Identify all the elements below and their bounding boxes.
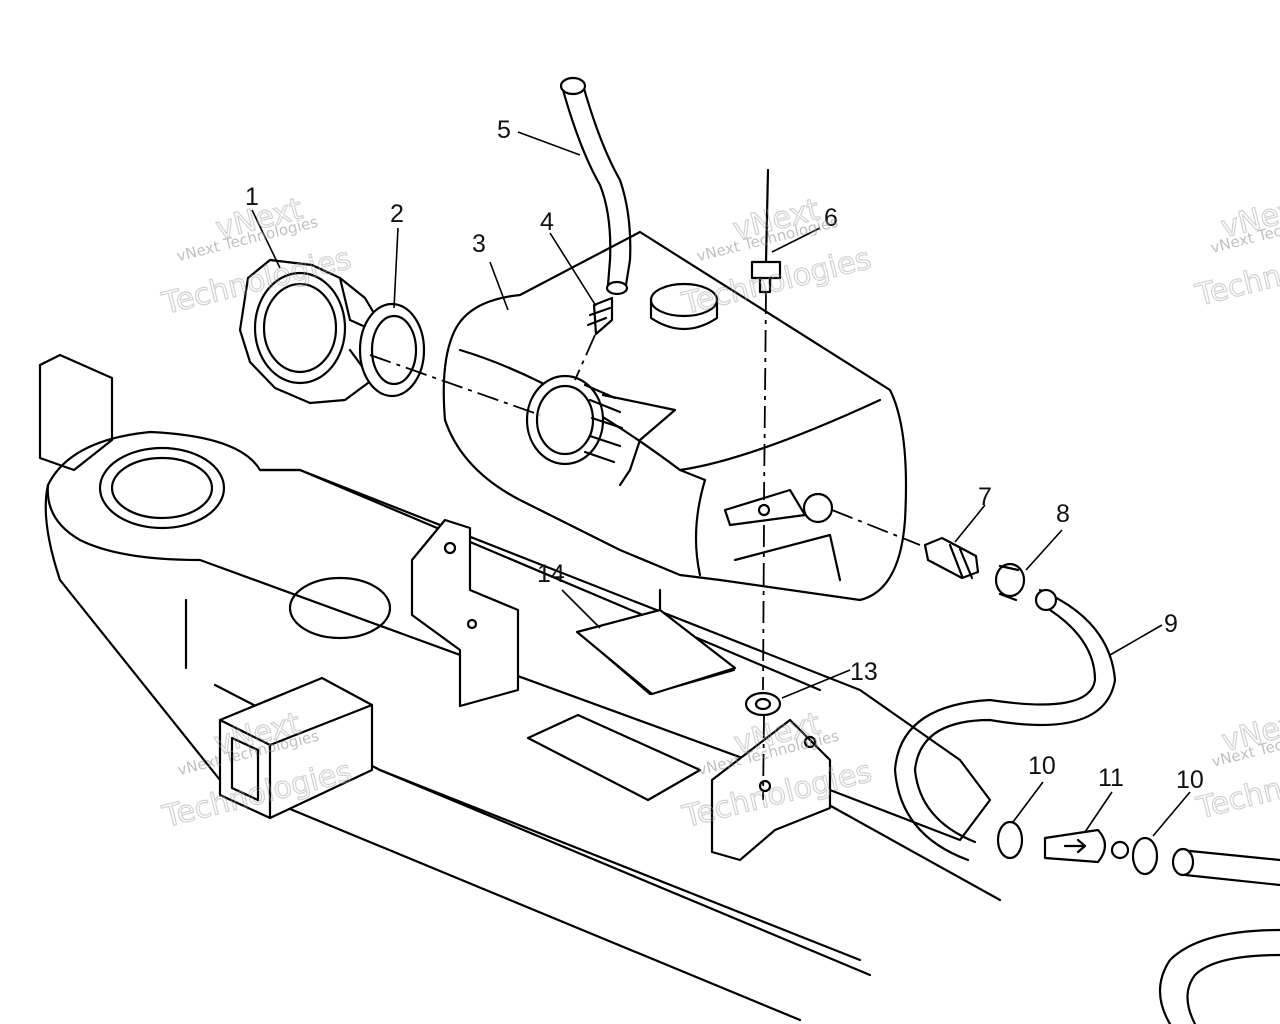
callout-10-left: 10: [1028, 752, 1056, 780]
callout-5: 5: [497, 116, 511, 144]
decal: [575, 608, 737, 696]
frame-bracket-center: [410, 518, 520, 708]
frame-bracket-right: [710, 718, 832, 862]
fuel-tank: [442, 230, 908, 602]
hose-clamp-upper: [994, 562, 1026, 602]
hose-clamp-lower-right: [1131, 836, 1159, 876]
frame-tube-bracket: [218, 676, 374, 820]
fuel-hose-end: [1159, 847, 1280, 1024]
callout-6: 6: [824, 204, 838, 232]
vent-fitting: [586, 296, 614, 336]
callout-8: 8: [1056, 500, 1070, 528]
mounting-stud: [750, 168, 782, 294]
watermark-lower-right: vNext Technologies vNext Technologies: [1192, 703, 1280, 827]
callout-2: 2: [390, 200, 404, 228]
callout-11: 11: [1098, 764, 1124, 792]
callout-10-right: 10: [1176, 766, 1204, 794]
watermark-upper-right: vNext Technologies vNext Technologies: [1191, 190, 1280, 315]
outlet-fitting: [923, 536, 980, 580]
callout-13: 13: [850, 658, 878, 686]
inline-filter: [1043, 828, 1130, 864]
callout-1: 1: [245, 183, 259, 211]
callout-3: 3: [472, 230, 486, 258]
gasket: [358, 302, 426, 398]
callout-4: 4: [540, 208, 554, 236]
washer: [744, 691, 782, 717]
vent-hose: [559, 76, 632, 296]
callout-7: 7: [978, 483, 992, 511]
callouts: 1 2 3 4 5 6 7 8 9 10 11 10 13 14: [245, 116, 1204, 794]
assembly-lines: [369, 291, 921, 801]
leader-lines: [251, 131, 1191, 837]
callout-14: 14: [537, 560, 565, 588]
fuel-hose: [893, 588, 1117, 862]
hose-clamp-lower-left: [996, 820, 1024, 860]
watermark-upper-center: vNext Technologies vNext Technologies: [677, 192, 875, 323]
callout-9: 9: [1164, 610, 1178, 638]
